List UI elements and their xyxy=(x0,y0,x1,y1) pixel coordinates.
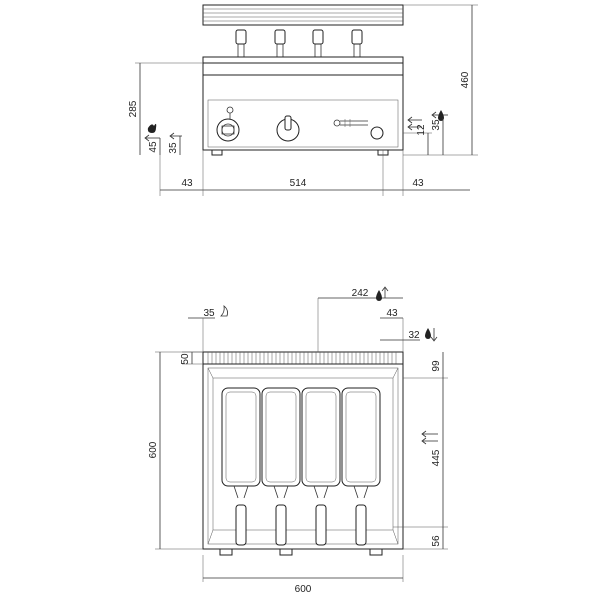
piezo-button xyxy=(370,126,384,140)
dim-460-label: 460 xyxy=(460,71,471,88)
arrow-left-icon xyxy=(144,134,150,142)
basket-4-handle xyxy=(355,504,367,546)
dim-56: 56 xyxy=(403,527,448,550)
dim-43-top: 43 xyxy=(380,308,404,352)
dim-35-top-label: 35 xyxy=(203,308,215,319)
dim-514-label: 514 xyxy=(290,178,307,189)
dim-43-top-label: 43 xyxy=(386,308,398,319)
dim-32: 32 xyxy=(380,328,438,342)
basket-2-handle xyxy=(275,504,287,546)
control-panel xyxy=(207,99,399,148)
basket-3-handle xyxy=(315,504,327,546)
ignition-knob xyxy=(216,106,240,142)
dim-242-label: 242 xyxy=(352,288,369,299)
dim-56-label: 56 xyxy=(431,535,442,547)
basket-4 xyxy=(341,387,381,546)
basket-1-handle xyxy=(235,504,247,546)
front-bottom-dims: 43 514 43 xyxy=(159,150,470,196)
top-knob-center xyxy=(279,548,293,556)
dim-99-label: 99 xyxy=(431,360,442,372)
baskets xyxy=(221,387,381,546)
dim-285-label: 285 xyxy=(128,100,139,117)
front-view: 460 285 45 35 12 xyxy=(128,4,478,196)
right-connections: 12 35 xyxy=(403,110,448,155)
basket-1 xyxy=(221,387,261,546)
basket-handle-3 xyxy=(312,29,324,60)
dim-600-vertical: 600 xyxy=(148,351,203,550)
rear-grille xyxy=(202,351,404,365)
dim-32-label: 32 xyxy=(408,330,420,341)
top-knob-left xyxy=(219,548,233,556)
water-drop-icon xyxy=(438,110,444,121)
dim-600-vertical-label: 600 xyxy=(148,441,159,458)
top-inner-frame xyxy=(207,367,399,545)
water-drop-arrow-down-icon xyxy=(425,328,431,339)
dim-445-label: 445 xyxy=(431,449,442,466)
flame-icon xyxy=(220,305,228,317)
water-drop-arrow-up-icon xyxy=(376,290,382,301)
top-knob-right xyxy=(369,548,383,556)
dim-600-horizontal: 600 xyxy=(202,555,404,595)
dim-460: 460 xyxy=(403,4,478,156)
drain-tap xyxy=(333,119,368,127)
dim-43-right-label: 43 xyxy=(412,178,424,189)
basket-handle-2 xyxy=(274,29,286,60)
rear-panel xyxy=(202,4,404,26)
arrow-left-icon xyxy=(431,111,437,119)
front-foot-left xyxy=(211,149,223,156)
dim-35-right-label: 35 xyxy=(431,119,442,131)
basket-2 xyxy=(261,387,301,546)
upper-front-band xyxy=(202,62,404,76)
rear-panel-ribs xyxy=(203,8,403,22)
front-body xyxy=(202,74,404,151)
arrow-left-icon xyxy=(421,437,427,445)
dim-445: 445 xyxy=(393,378,448,528)
basket-handles-front xyxy=(235,29,363,60)
temperature-knob xyxy=(276,115,300,142)
dim-285: 285 xyxy=(128,62,203,155)
dim-12-label: 12 xyxy=(416,124,427,136)
dim-600-horizontal-label: 600 xyxy=(295,584,312,595)
dim-35-top: 35 xyxy=(188,305,228,352)
dim-50-label: 50 xyxy=(180,353,191,365)
top-view: 242 35 43 32 xyxy=(148,286,448,595)
dim-35-left-label: 35 xyxy=(168,142,179,154)
basket-handle-4 xyxy=(351,29,363,60)
gas-inlet-left: 45 35 xyxy=(144,123,182,155)
rear-grille-ribs xyxy=(207,352,397,364)
arrow-left-icon xyxy=(407,123,413,131)
top-rim xyxy=(202,56,404,64)
dim-50: 50 xyxy=(180,351,203,365)
dim-45-label: 45 xyxy=(148,141,159,153)
dim-99: 99 xyxy=(403,352,448,379)
dim-43-left-label: 43 xyxy=(181,178,193,189)
arrow-left-icon xyxy=(169,132,175,140)
dim-242: 242 xyxy=(317,286,403,352)
arrow-left-icon xyxy=(407,116,413,124)
arrow-left-icon xyxy=(421,430,427,438)
flame-icon xyxy=(147,123,157,133)
basket-handle-1 xyxy=(235,29,247,60)
basket-3 xyxy=(301,387,341,546)
